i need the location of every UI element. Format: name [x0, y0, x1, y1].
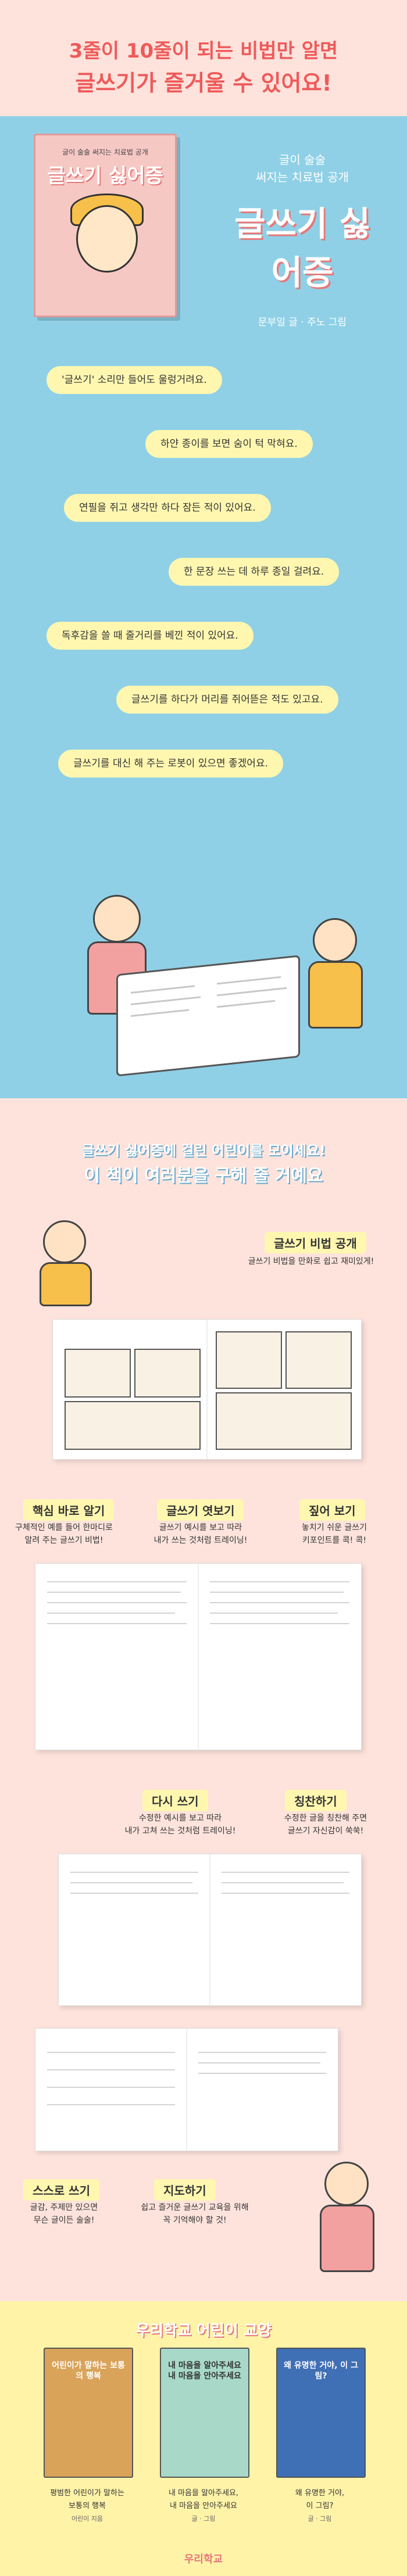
book-subtitle-line1: 글이 술술 [279, 153, 326, 167]
girl-face-illustration [76, 205, 138, 273]
series-title: 우리학교 어린이 교양 [135, 2322, 272, 2339]
feature-label-peek: 글쓰기 엿보기 [157, 1499, 244, 1521]
series-book-cover-1[interactable]: 어린이가 말하는 보통의 행복 [44, 2348, 133, 2478]
features-title-1: 글쓰기 싫어증에 걸린 어린이를 모이세요! [81, 1142, 326, 1159]
series-book-cover-title-1: 어린이가 말하는 보통의 행복 [52, 2361, 125, 2381]
hero-headline-1: 3줄이 10줄이 되는 비법만 알면 [69, 40, 338, 63]
book-cover-title: 글쓰기 싫어증 [47, 164, 163, 188]
series-section: 우리학교 어린이 교양 어린이가 말하는 보통의 행복 내 마음을 알아주세요 … [0, 2301, 407, 2576]
feature-desc-comic: 글쓰기 비법을 만화로 쉽고 재미있게! [248, 1257, 374, 1266]
bubble-2: 하얀 종이를 보면 숨이 턱 막혀요. [145, 430, 313, 458]
bubble-7: 글쓰기를 대신 해 주는 로봇이 있으면 좋겠어요. [58, 750, 283, 778]
feature-desc-self-2: 무슨 글이든 술술! [33, 2216, 95, 2225]
bubble-1: '글쓰기' 소리만 들어도 울렁거려요. [47, 366, 222, 394]
bubble-6: 글쓰기를 하다가 머리를 쥐어뜯은 적도 있고요. [116, 686, 338, 714]
series-book-cover-title-2: 내 마음을 알아주세요 내 마음을 안아주세요 [168, 2361, 241, 2381]
book-cover-subtitle: 글이 술술 써지는 치료법 공개 [62, 148, 148, 156]
feature-desc-peek-1: 글쓰기 예시를 보고 따라 [159, 1523, 242, 1532]
feature-desc-praise-2: 글쓰기 자신감이 쑥쑥! [287, 1826, 364, 1836]
girl-illustration [302, 918, 366, 1034]
feature-desc-check-2: 키포인트를 콕! 콕! [302, 1536, 367, 1545]
feature-label-core: 핵심 바로 알기 [23, 1499, 115, 1521]
feature-desc-rewrite-1: 수정한 예시를 보고 따라 [138, 1814, 222, 1823]
book-cover: 글이 술술 써지는 치료법 공개 글쓰기 싫어증 [34, 134, 177, 317]
features-title-2: 이 책이 여러분을 구해 줄 거예요 [84, 1166, 323, 1186]
comic-spread-image [52, 1319, 362, 1460]
feature-desc-guide-1: 쉽고 즐거운 글쓰기 교육을 위해 [141, 2203, 249, 2212]
bubble-3: 연필을 쥐고 생각만 하다 잠든 적이 있어요. [64, 494, 271, 522]
hero-headline-2: 글쓰기가 즐거울 수 있어요! [75, 70, 332, 96]
text-spread-image-1 [35, 1563, 362, 1750]
series-book-caption-1: 평범한 어린이가 말하는 보통의 행복 어린이 지음 [50, 2489, 124, 2523]
series-book-cover-3[interactable]: 왜 유명한 거야, 이 그림? [276, 2348, 366, 2478]
feature-desc-praise-1: 수정한 글을 칭찬해 주면 [284, 1814, 367, 1823]
feature-label-self: 스스로 쓰기 [23, 2179, 99, 2201]
bubble-4: 한 문장 쓰는 데 하루 종일 걸려요. [169, 558, 340, 586]
pointing-boy-illustration [35, 1220, 93, 1307]
feature-desc-guide-2: 꼭 기억해야 할 것! [163, 2216, 227, 2225]
open-book-illustration [116, 955, 300, 1077]
feature-desc-rewrite-2: 내가 고쳐 쓰는 것처럼 트레이닝! [124, 1826, 236, 1836]
feature-desc-peek-2: 내가 쓰는 것처럼 트레이닝! [153, 1536, 248, 1545]
publisher-logo: 우리학교 [184, 2553, 223, 2566]
feature-desc-core-1: 구체적인 예를 들어 한마디로 [15, 1523, 113, 1532]
dancing-kid-illustration [314, 2162, 378, 2278]
bubble-5: 독후감을 쓸 때 줄거리를 베낀 적이 있어요. [47, 622, 254, 650]
book-authors: 문부일 글 · 주노 그림 [258, 317, 347, 328]
feature-label-check: 짚어 보기 [299, 1499, 365, 1521]
features-section: 글쓰기 싫어증에 걸린 어린이를 모이세요! 이 책이 여러분을 구해 줄 거예… [0, 1098, 407, 2301]
intro-section: 글이 술술 써지는 치료법 공개 글쓰기 싫어증 글이 술술 써지는 치료법 공… [0, 116, 407, 1098]
book-title-block: 글이 술술 써지는 치료법 공개 글쓰기 싫어증 문부일 글 · 주노 그림 [227, 151, 378, 328]
book-subtitle-line2: 써지는 치료법 공개 [256, 170, 349, 184]
series-book-caption-2: 내 마음을 알아주세요, 내 마음을 안아주세요 글 · 그림 [168, 2489, 239, 2523]
worksheet-spread-image [35, 2028, 338, 2151]
series-book-caption-3: 왜 유명한 거야, 이 그림? 글 · 그림 [295, 2489, 345, 2523]
series-book-cover-title-3: 왜 유명한 거야, 이 그림? [284, 2361, 358, 2381]
feature-label-comic: 글쓰기 비법 공개 [265, 1232, 366, 1253]
feature-desc-check-1: 놓치기 쉬운 글쓰기 [302, 1523, 367, 1532]
feature-label-rewrite: 다시 쓰기 [142, 1790, 208, 1811]
text-spread-image-2 [58, 1854, 362, 2006]
hero-section: 3줄이 10줄이 되는 비법만 알면 글쓰기가 즐거울 수 있어요! [0, 0, 407, 116]
feature-desc-core-2: 알려 주는 글쓰기 비법! [24, 1536, 103, 1545]
series-book-cover-2[interactable]: 내 마음을 알아주세요 내 마음을 안아주세요 [160, 2348, 249, 2478]
feature-desc-self-1: 글감, 주제만 있으면 [30, 2203, 98, 2212]
feature-label-guide: 지도하기 [154, 2179, 216, 2201]
book-title: 글쓰기 싫어증 [234, 204, 370, 292]
feature-label-praise: 칭찬하기 [285, 1790, 347, 1811]
